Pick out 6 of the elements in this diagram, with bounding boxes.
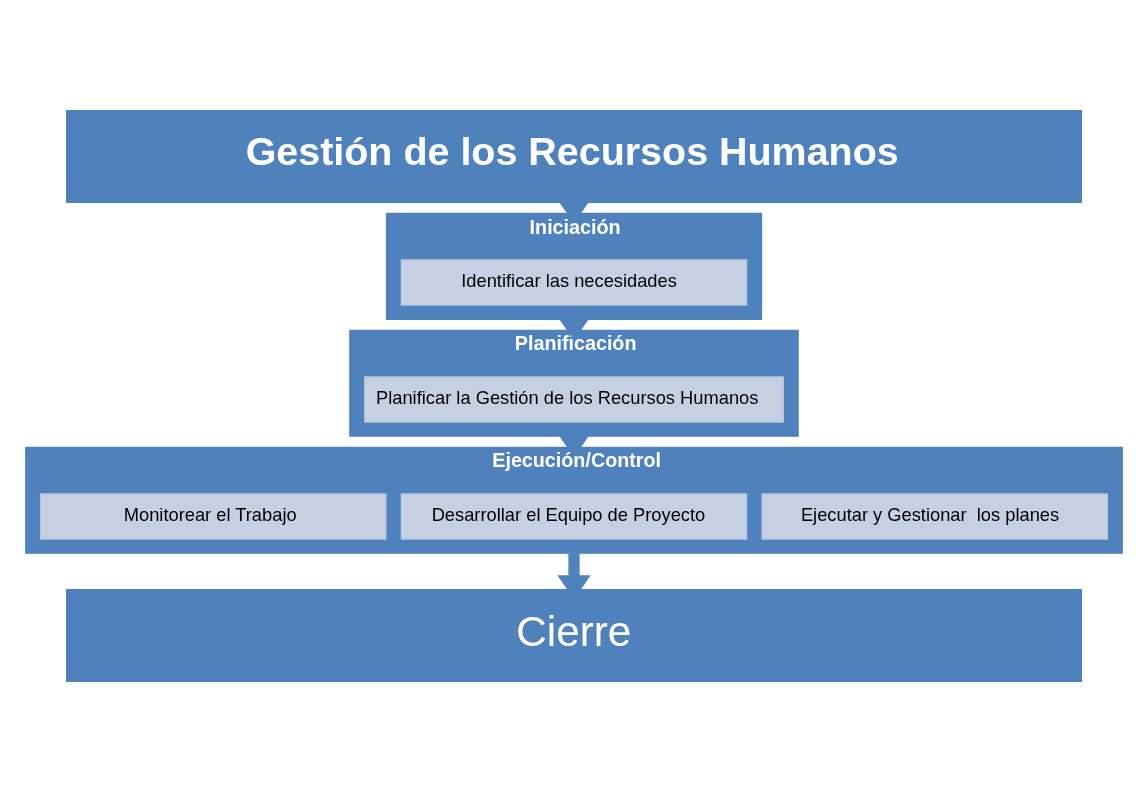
node-box: Identificar las necesidades (400, 258, 748, 306)
node-box: Desarrollar el Equipo de Proyecto (400, 492, 748, 540)
node-box: Ejecutar y Gestionar los planes (761, 492, 1109, 540)
node-box: Cierre (66, 588, 1082, 682)
node-box: Monitorear el Trabajo (39, 492, 387, 540)
node-box: Planificar la Gestión de los Recursos Humanos (364, 375, 784, 423)
